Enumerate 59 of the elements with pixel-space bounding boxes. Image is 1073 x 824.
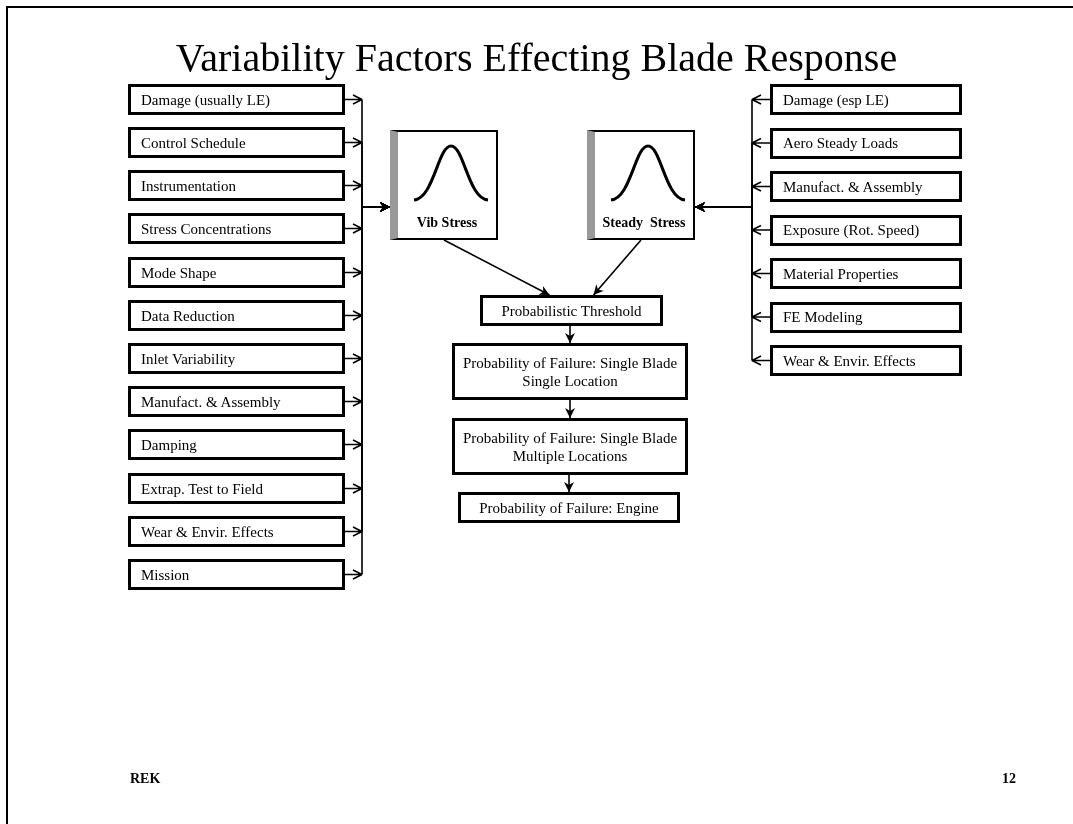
factor-box [770,258,962,289]
box-label: Damage (usually LE) [141,90,271,109]
box-label: Aero Steady Loads [783,134,898,152]
box-label: Extrap. Test to Field [141,479,263,498]
arrow [592,239,642,296]
factor-box [128,213,345,244]
slide-title: Variability Factors Effecting Blade Response [174,34,899,81]
box-label: Exposure (Rot. Speed) [783,221,920,239]
box-label: Material Properties [783,264,899,283]
factor-box [770,84,962,115]
box-label: Mission [141,565,190,584]
box-label: Damage (esp LE) [783,90,889,109]
factor-box [452,418,688,475]
factor-box [128,516,345,547]
factor-box [128,84,345,115]
box-label: Probability of Failure: Single Blade Single Location [461,353,679,390]
arrow [565,399,575,419]
factor-box [128,127,345,158]
factor-box [452,343,688,400]
distribution-box [390,130,498,240]
footer-text: REK [130,771,161,787]
factor-box [128,473,345,504]
arrow [694,202,771,366]
arrow [565,325,575,344]
box-label: Probability of Failure: Engine [479,498,659,517]
box-label: Instrumentation [141,176,236,195]
factor-box [458,492,680,523]
box-label: Stress Concentrations [141,219,272,238]
box-label: Probability of Failure: Single Blade Multiple Locations [461,428,679,465]
box-label: Manufact. & Assembly [783,177,923,196]
arrow [443,239,551,296]
box-label: Data Reduction [141,306,235,325]
factor-box [480,295,663,326]
box-label: Wear & Envir. Effects [141,522,274,541]
box-label: Steady Stress [601,215,687,232]
factor-box [770,127,962,159]
box-label: Manufact. & Assembly [141,392,281,411]
factor-box [128,300,345,331]
factor-box [128,386,345,417]
factor-box [770,214,962,246]
box-label: Inlet Variability [141,349,236,368]
box-label: Damping [141,435,197,454]
factor-box [128,343,345,374]
factor-box [770,171,962,202]
footer-text: 12 [1002,771,1016,787]
factor-box [128,559,345,590]
box-label: Probabilistic Threshold [501,301,642,320]
box-label: Vib Stress [415,215,479,232]
box-label: Control Schedule [141,133,246,152]
box-label: Mode Shape [141,263,217,282]
factor-box [770,301,962,333]
factor-box [128,257,345,288]
factor-box [128,170,345,201]
factor-box [128,429,345,460]
box-label: FE Modeling [783,308,863,326]
box-label: Wear & Envir. Effects [783,351,916,370]
arrow [564,474,574,493]
distribution-box [587,130,695,240]
factor-box [770,345,962,376]
